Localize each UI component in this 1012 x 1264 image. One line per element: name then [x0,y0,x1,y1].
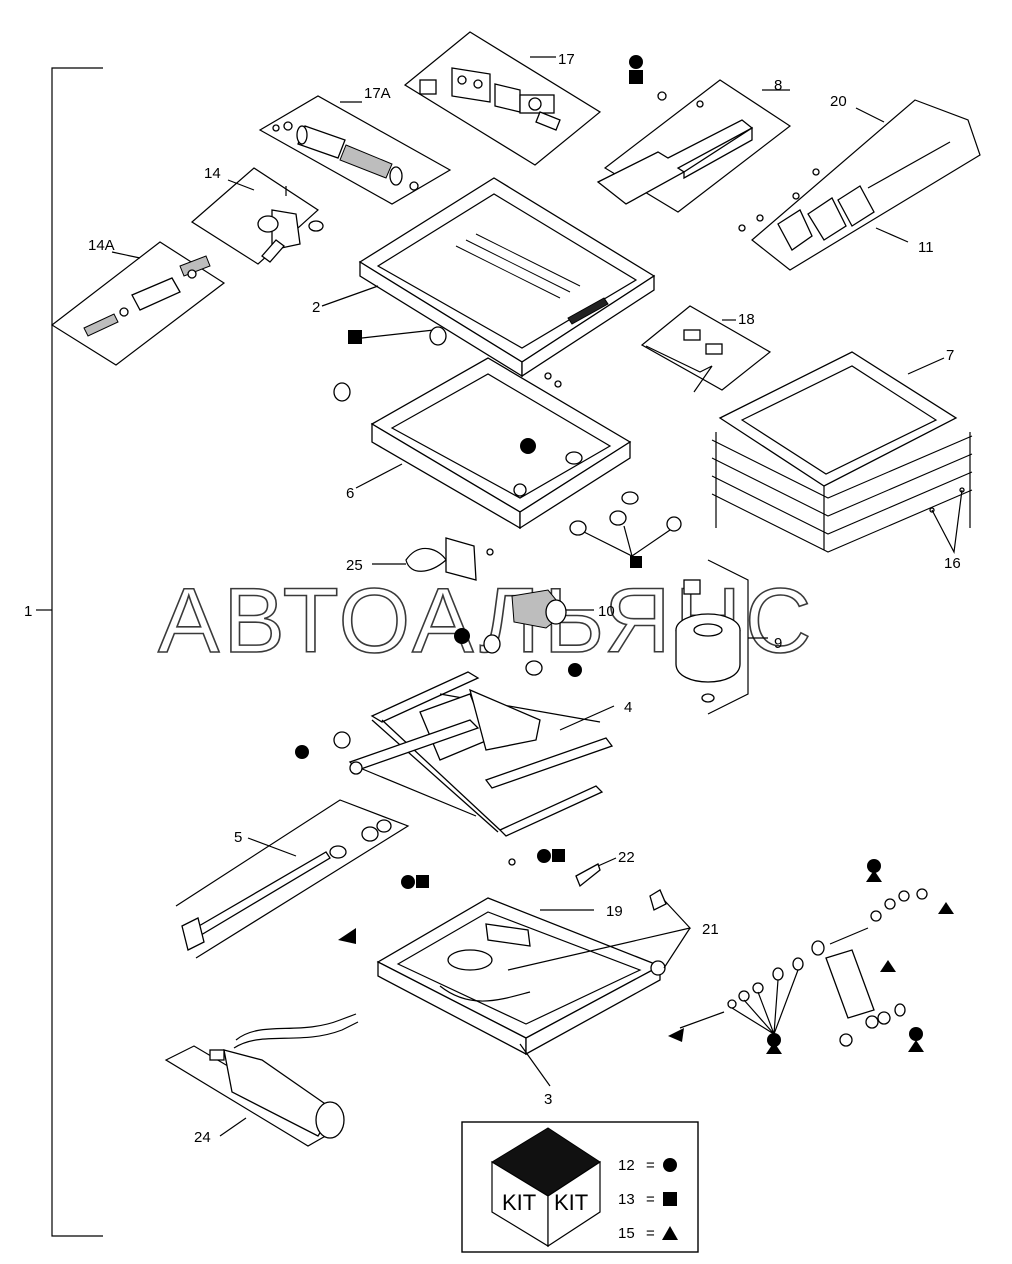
kit-label-right: KIT [554,1190,588,1215]
callout-labels: 1 2 3 4 5 6 7 8 9 10 11 14 14A 16 17 17A… [24,51,961,1146]
callout-1: 1 [24,603,32,620]
callout-19: 19 [606,903,623,920]
part-24-tank [164,1013,359,1147]
callout-21: 21 [702,921,719,938]
callout-6: 6 [346,485,354,502]
kit-number-15: 15 [618,1225,635,1242]
callout-3: 3 [544,1091,552,1108]
callout-16: 16 [944,555,961,572]
kit-label-left: KIT [502,1190,536,1215]
part-18-latch [640,305,772,393]
kit-equals-12: = [646,1157,655,1174]
callout-17: 17 [558,51,575,68]
callout-14: 14 [204,165,221,182]
callout-9: 9 [774,635,782,652]
callout-7: 7 [946,347,954,364]
callout-24: 24 [194,1129,211,1146]
part-20-11-handle [738,99,981,271]
callout-18: 18 [738,311,755,328]
part-8-bracket [596,79,792,213]
callout-8: 8 [774,77,782,94]
callout-22: 22 [618,849,635,866]
part-2-top-frame [321,177,656,378]
callout-17a: 17A [364,85,391,102]
part-4-scissor [295,671,615,837]
part-shock-absorber [668,859,954,1054]
part-17-valve-block [403,31,602,166]
callout-25: 25 [346,557,363,574]
kit-marker-8 [629,55,643,84]
callout-10: 10 [598,603,615,620]
callout-4: 4 [624,699,632,716]
small-parts-19-21-22 [338,849,692,976]
kit-number-12: 12 [618,1157,635,1174]
part-7-bellows [711,351,973,554]
part-14a-valve-stem [50,241,226,366]
circle-symbol-icon [663,1158,677,1172]
part-10-compressor [454,589,594,677]
callout-5: 5 [234,829,242,846]
kit-equals-13: = [646,1191,655,1208]
part-17a-cylinder [258,95,452,205]
part-25-wiring [372,537,494,581]
bushings-kit-16 [569,491,682,568]
part-5-rod [175,799,410,959]
triangle-symbol-icon [662,1226,678,1240]
square-symbol-icon [663,1192,677,1206]
callout-11: 11 [918,239,934,256]
bracket-item-1 [36,67,103,1237]
kit-number-13: 13 [618,1191,635,1208]
kit-equals-15: = [646,1225,655,1242]
bushings-6 [333,326,536,454]
part-3-base-frame [376,897,662,1087]
callout-20: 20 [830,93,847,110]
part-6-sub-frame [355,357,632,530]
kit-legend: KIT KIT 12 = 13 = 15 = [461,1121,699,1253]
callout-14a: 14A [88,237,115,254]
part-14-valve [191,167,324,265]
callout-2: 2 [312,299,320,316]
part-9-air-spring [675,559,768,715]
